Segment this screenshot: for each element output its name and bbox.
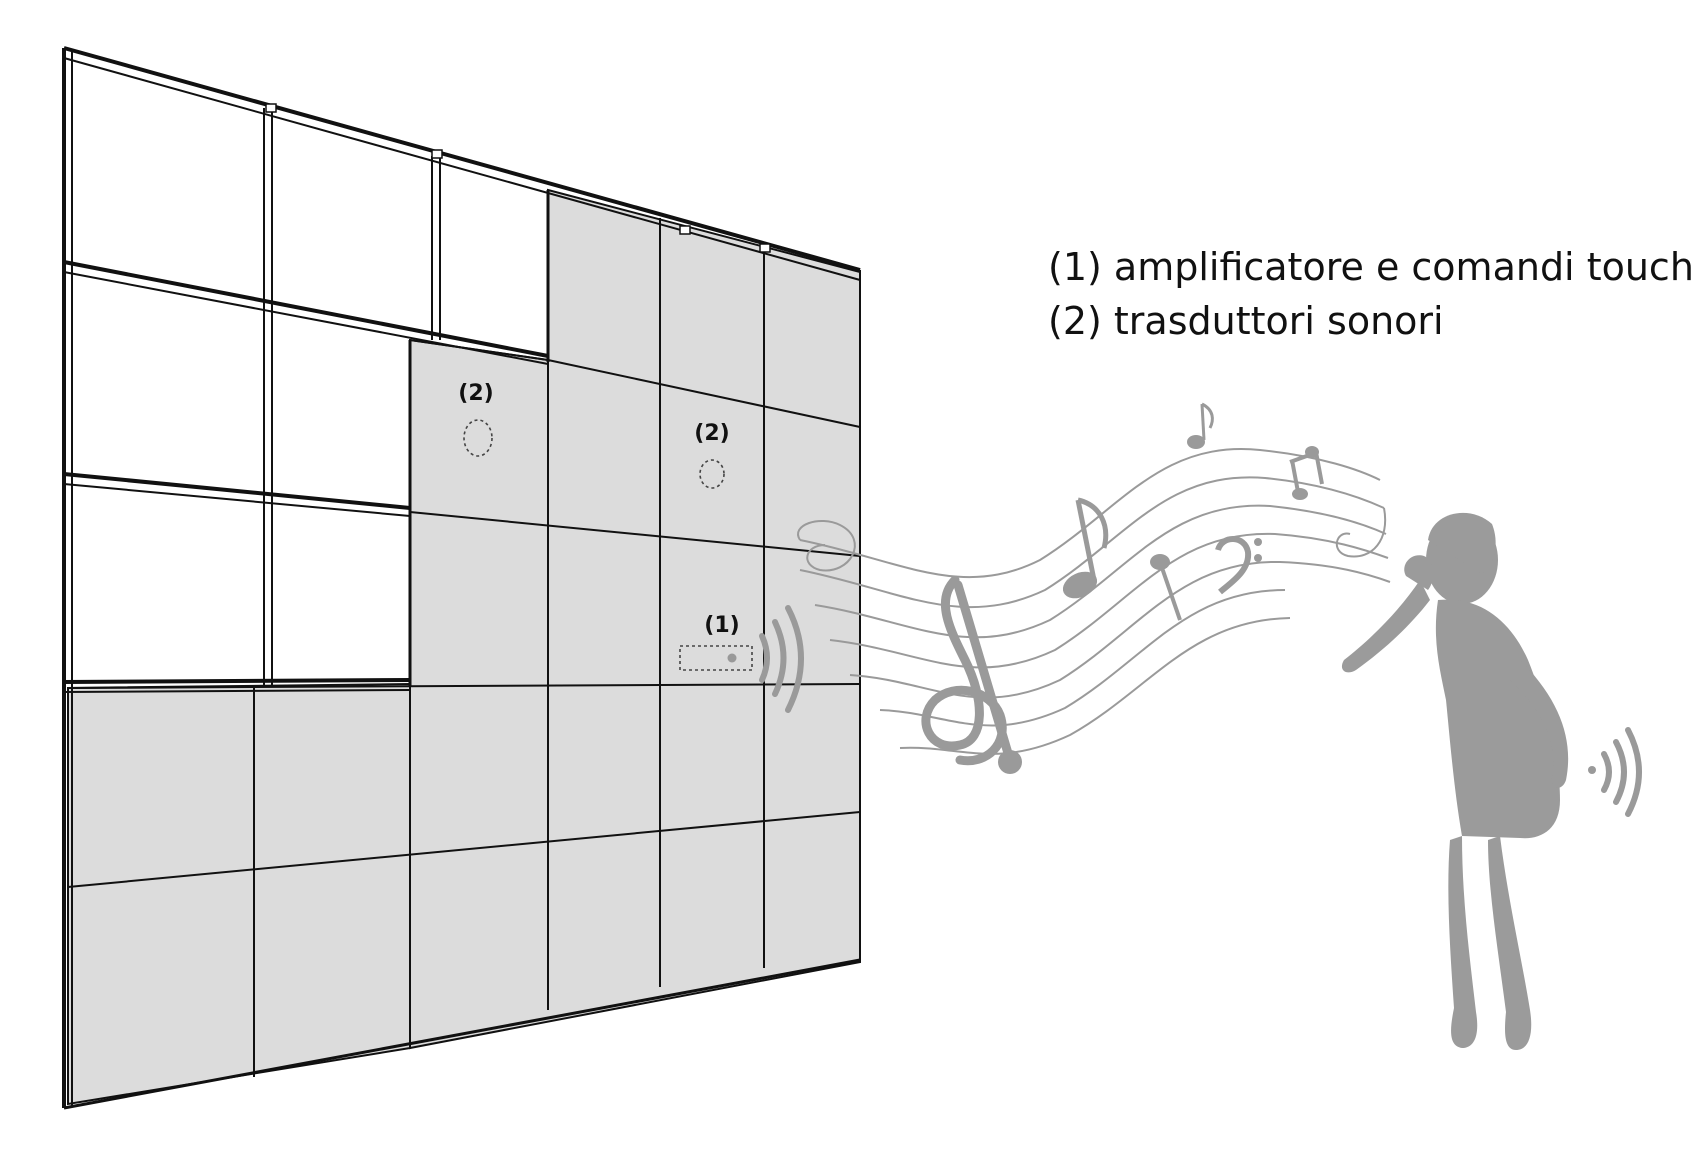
quarter-note-icon — [1150, 554, 1182, 621]
transducer-right: (2) — [694, 421, 730, 489]
cladding-panels — [67, 188, 861, 1106]
sound-wave-icon — [759, 605, 804, 713]
panel-grid — [67, 190, 861, 1077]
transducer-left: (2) — [458, 381, 494, 457]
transducer-left-label: (2) — [458, 381, 493, 406]
small-note-icon — [1187, 402, 1214, 449]
legend: (1) amplificatore e comandi touch (2) tr… — [1048, 240, 1694, 348]
treble-clef-icon — [921, 575, 1022, 774]
listener-sound-wave-icon — [1588, 727, 1642, 817]
legend-item-amplifier: (1) amplificatore e comandi touch — [1048, 245, 1694, 289]
panel-lower-block — [67, 682, 411, 1106]
amplifier-label: (1) — [704, 613, 739, 638]
legend-item-transducers: (2) trasduttori sonori — [1048, 299, 1444, 343]
listener-silhouette-icon — [1341, 512, 1569, 1050]
eighth-note-icon — [1062, 497, 1109, 599]
beamed-notes-icon — [1289, 446, 1324, 500]
transducer-right-label: (2) — [694, 421, 729, 446]
wall-frame — [62, 46, 861, 1110]
amplifier-unit: (1) — [679, 613, 753, 671]
bass-clef-icon — [1215, 536, 1262, 595]
